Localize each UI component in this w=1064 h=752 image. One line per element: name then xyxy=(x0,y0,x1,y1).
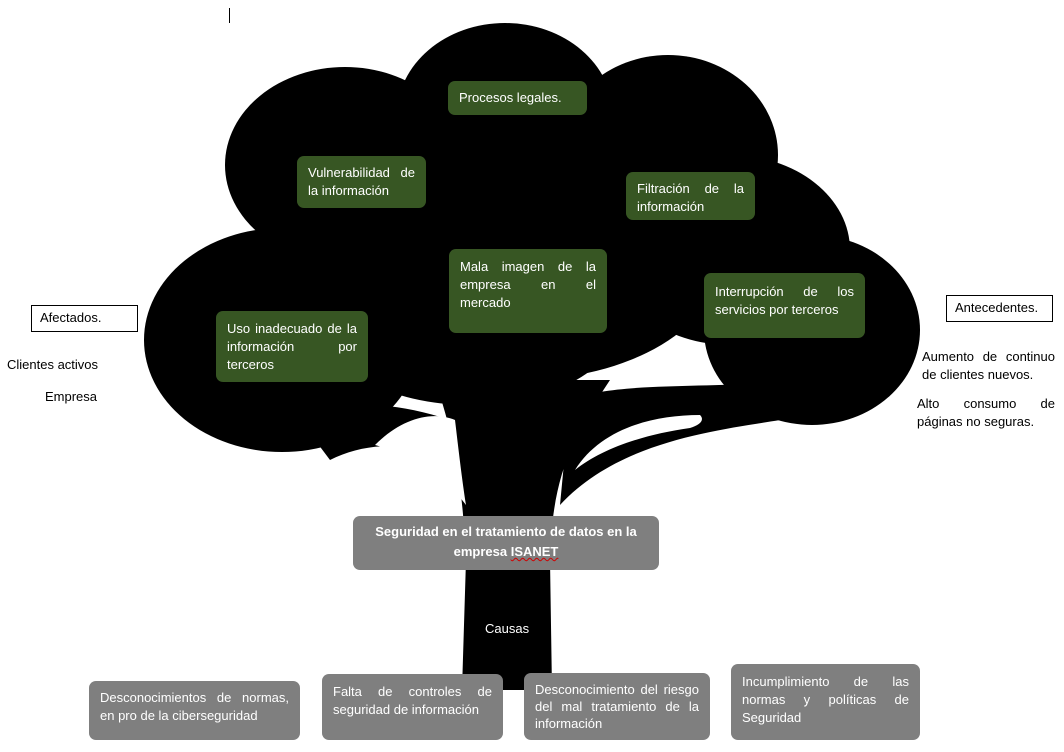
antecedente-item-2: Alto consumo de páginas no seguras. xyxy=(917,395,1055,431)
canopy-gap-left xyxy=(375,416,466,505)
effect-interrupcion: Interrupción de los servicios por tercer… xyxy=(704,273,865,338)
central-problem-company: ISANET xyxy=(510,544,559,559)
cause-text-3: Desconocimiento del riesgo del mal trata… xyxy=(535,682,699,731)
effect-vulnerabilidad: Vulnerabilidad de la información xyxy=(297,156,426,208)
cause-box-4: Incumplimiento de las normas y políticas… xyxy=(731,664,920,740)
text-cursor xyxy=(229,8,230,23)
antecedentes-label-box: Antecedentes. xyxy=(946,295,1053,322)
antecedente-item-1-text: Aumento de continuo de clientes nuevos. xyxy=(922,349,1055,382)
effect-vulnerabilidad-text: Vulnerabilidad de la información xyxy=(308,165,415,198)
cause-box-1: Desconocimientos de normas, en pro de la… xyxy=(89,681,300,740)
central-problem-line1: Seguridad en el tratamiento de datos en … xyxy=(375,524,637,539)
effect-filtracion: Filtración de la información xyxy=(626,172,755,220)
canopy-gap-right xyxy=(575,415,702,470)
cause-box-3: Desconocimiento del riesgo del mal trata… xyxy=(524,673,710,740)
branch-right xyxy=(560,380,790,505)
cause-text-1: Desconocimientos de normas, en pro de la… xyxy=(100,690,289,723)
effect-uso-inadecuado: Uso inadecuado de la información por ter… xyxy=(216,311,368,382)
afectado-item-2: Empresa xyxy=(45,389,98,404)
cause-text-4: Incumplimiento de las normas y políticas… xyxy=(742,674,909,725)
central-problem-box: Seguridad en el tratamiento de datos en … xyxy=(353,516,659,570)
central-problem-line2-prefix: empresa xyxy=(453,544,511,559)
cause-text-2: Falta de controles de seguridad de infor… xyxy=(333,684,492,717)
antecedente-item-1: Aumento de continuo de clientes nuevos. xyxy=(917,348,1055,384)
effect-procesos-legales-text: Procesos legales. xyxy=(459,90,562,105)
cause-box-2: Falta de controles de seguridad de infor… xyxy=(322,674,503,740)
antecedentes-label: Antecedentes. xyxy=(955,300,1039,315)
afectados-label-box: Afectados. xyxy=(31,305,138,332)
effect-uso-inadecuado-text: Uso inadecuado de la información por ter… xyxy=(227,321,357,372)
antecedente-item-2-text: Alto consumo de páginas no seguras. xyxy=(917,396,1055,429)
effect-mala-imagen: Mala imagen de la empresa en el mercado xyxy=(449,249,607,333)
afectados-label: Afectados. xyxy=(40,310,102,325)
effect-procesos-legales: Procesos legales. xyxy=(448,81,587,115)
effect-mala-imagen-text: Mala imagen de la empresa en el mercado xyxy=(460,259,596,310)
effect-interrupcion-text: Interrupción de los servicios por tercer… xyxy=(715,284,854,317)
afectado-item-1: Clientes activos xyxy=(7,357,99,372)
trunk-label: Causas xyxy=(485,621,530,636)
effect-filtracion-text: Filtración de la información xyxy=(637,181,744,214)
